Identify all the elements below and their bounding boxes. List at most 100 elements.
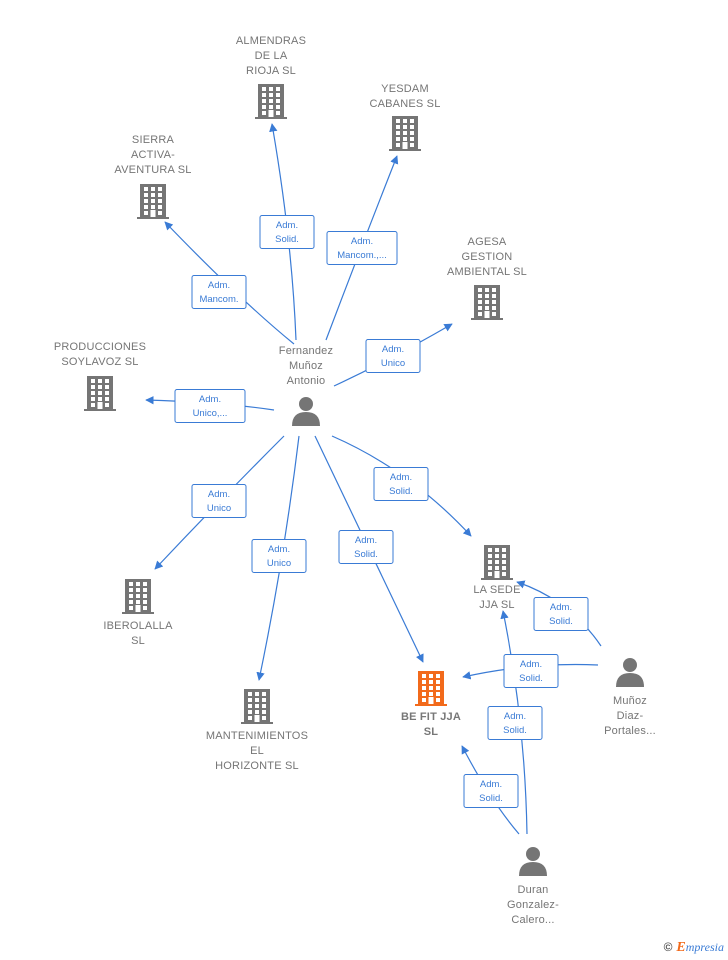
building-door	[254, 715, 260, 723]
building-window	[478, 294, 482, 298]
node-label-mantenimientos: HORIZONTE SL	[215, 760, 299, 772]
edge-label-box	[191, 484, 247, 518]
building-window	[396, 125, 400, 129]
building-window	[269, 93, 273, 97]
building-window	[262, 716, 266, 720]
building-base	[389, 149, 421, 151]
building-window	[158, 193, 162, 197]
person-icon[interactable]	[292, 397, 320, 426]
edge-label-box	[373, 467, 429, 501]
edge-label-fernandez-to-iberolalla[interactable]: Adm.Unico	[191, 484, 247, 518]
empresia-watermark[interactable]: ©Empresia	[664, 940, 724, 956]
building-window	[105, 379, 109, 383]
node-label-yesdam: YESDAM	[381, 83, 429, 95]
building-window	[429, 692, 433, 696]
building-window	[478, 312, 482, 316]
building-window	[143, 582, 147, 586]
edge-label-duran-to-lasede[interactable]: Adm.Solid.	[487, 706, 543, 740]
building-window	[410, 119, 414, 123]
node-label-lasede: JJA SL	[479, 599, 514, 611]
building-icon[interactable]	[389, 116, 421, 151]
building-window	[144, 211, 148, 215]
edge-label-box	[487, 706, 543, 740]
node-label-agesa: GESTION	[462, 251, 513, 263]
node-munoz[interactable]: MuñozDiaz-Portales...	[604, 658, 656, 737]
building-window	[403, 125, 407, 129]
edge-label-text: Solid.	[479, 793, 503, 804]
building-window	[129, 588, 133, 592]
edge-label-fernandez-to-almendras[interactable]: Adm.Solid.	[259, 215, 315, 249]
building-window	[129, 582, 133, 586]
building-window	[495, 560, 499, 564]
edge-label-fernandez-to-mantenimientos[interactable]: Adm.Unico	[251, 539, 307, 573]
building-door	[484, 311, 490, 319]
building-window	[492, 300, 496, 304]
building-icon[interactable]	[481, 545, 513, 580]
building-window	[158, 211, 162, 215]
building-icon[interactable]	[84, 376, 116, 411]
building-base	[137, 217, 169, 219]
edge-label-text: Solid.	[389, 486, 413, 497]
edge-label-munoz-to-lasede[interactable]: Adm.Solid.	[533, 597, 589, 631]
node-label-mantenimientos: EL	[250, 745, 264, 757]
building-base	[241, 722, 273, 724]
person-icon[interactable]	[519, 847, 547, 876]
building-window	[98, 385, 102, 389]
node-label-fernandez: Antonio	[287, 375, 326, 387]
edge-label-fernandez-to-sierra[interactable]: Adm.Mancom.	[191, 275, 247, 309]
person-icon[interactable]	[616, 658, 644, 687]
building-window	[276, 99, 280, 103]
edge-label-fernandez-to-befit[interactable]: Adm.Solid.	[338, 530, 394, 564]
building-window	[262, 105, 266, 109]
building-window	[396, 119, 400, 123]
building-window	[144, 193, 148, 197]
building-window	[143, 588, 147, 592]
building-window	[276, 105, 280, 109]
edge-label-text: Adm.	[351, 236, 373, 247]
building-window	[422, 698, 426, 702]
building-window	[485, 300, 489, 304]
edge-label-munoz-to-befit[interactable]: Adm.Solid.	[503, 654, 559, 688]
edge-label-fernandez-to-lasede[interactable]: Adm.Solid.	[373, 467, 429, 501]
building-base	[481, 578, 513, 580]
building-icon[interactable]	[471, 285, 503, 320]
node-label-agesa: AMBIENTAL SL	[447, 266, 527, 278]
building-window	[136, 582, 140, 586]
building-icon[interactable]	[122, 579, 154, 614]
building-window	[269, 105, 273, 109]
building-door	[402, 142, 408, 150]
building-icon[interactable]	[241, 689, 273, 724]
edge-label-fernandez-to-agesa[interactable]: Adm.Unico	[365, 339, 421, 373]
building-icon[interactable]	[415, 671, 447, 706]
edge-label-text: Adm.	[382, 344, 404, 355]
edge-label-box	[251, 539, 307, 573]
edge-label-text: Solid.	[275, 234, 299, 245]
building-base	[84, 409, 116, 411]
node-duran[interactable]: DuranGonzalez-Calero...	[507, 847, 559, 926]
edge-label-fernandez-to-yesdam[interactable]: Adm. Mancom.,...	[326, 231, 398, 265]
node-label-sierra: ACTIVA-	[131, 149, 175, 161]
building-window	[262, 698, 266, 702]
building-window	[255, 692, 259, 696]
edge-label-fernandez-to-producciones[interactable]: Adm.Unico,...	[174, 389, 246, 423]
building-icon[interactable]	[137, 184, 169, 219]
edge-label-duran-to-befit[interactable]: Adm.Solid.	[463, 774, 519, 808]
building-door	[150, 210, 156, 218]
node-label-befit: BE FIT JJA	[401, 711, 461, 723]
building-window	[429, 686, 433, 690]
building-window	[488, 572, 492, 576]
edge-label-text: Mancom.,...	[337, 250, 387, 261]
edge-label-text: Unico	[207, 503, 231, 514]
building-icon[interactable]	[255, 84, 287, 119]
edge-label-text: Adm.	[504, 711, 526, 722]
